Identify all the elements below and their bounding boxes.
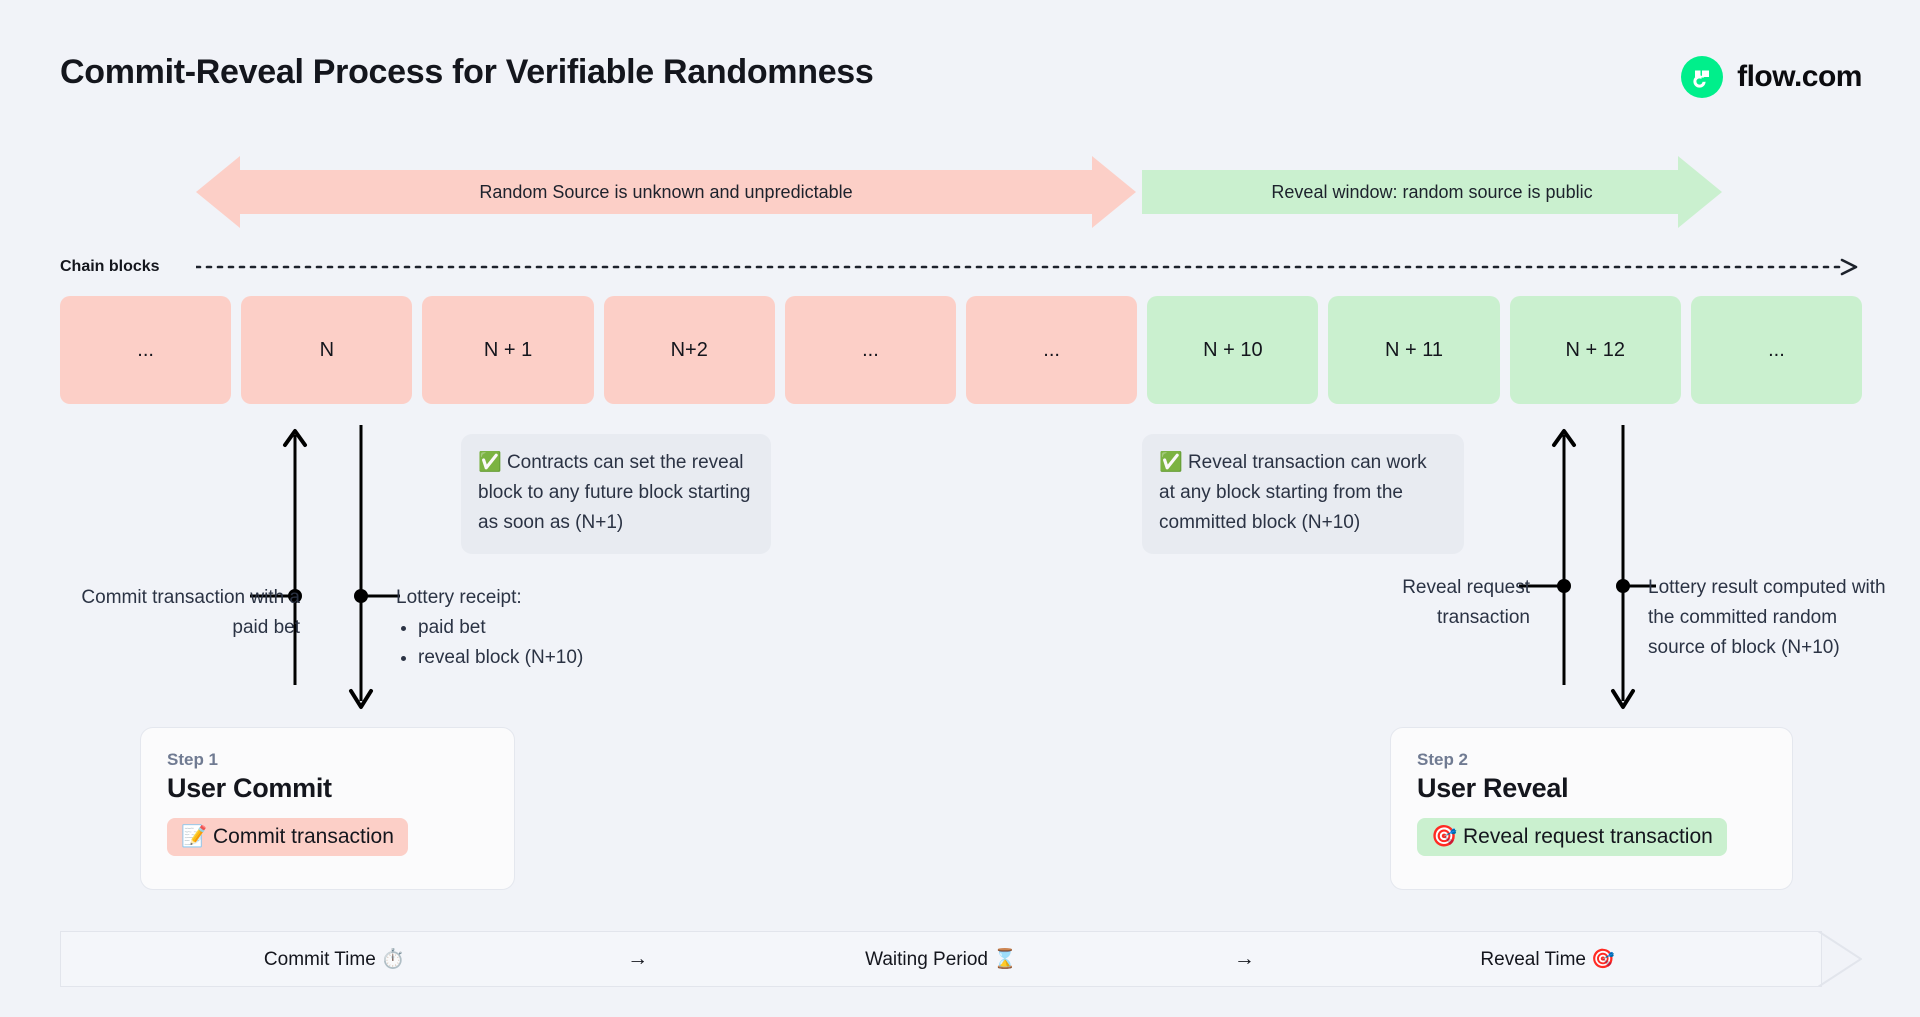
chain-block: ... <box>784 296 957 404</box>
chain-block: ... <box>60 296 232 404</box>
phase-cell: Commit Time ⏱️ <box>61 947 608 971</box>
chain-block: N + 10 <box>1147 296 1319 404</box>
phase-separator-arrow-icon: → <box>1233 947 1255 970</box>
check-mark-icon: ✅ <box>478 452 502 473</box>
callout-reveal-transaction-window-text: Reveal transaction can work at any block… <box>1159 452 1427 533</box>
callout-contracts-reveal-block: ✅ Contracts can set the reveal block to … <box>461 434 771 554</box>
dart-target-icon: 🎯 <box>1431 825 1458 848</box>
step-card-user-reveal-chip[interactable]: 🎯 Reveal request transaction <box>1417 818 1727 856</box>
chain-block: N + 1 <box>422 296 594 404</box>
step-card-user-commit-step: Step 1 <box>167 750 219 769</box>
step-card-user-commit-chip[interactable]: 📝 Commit transaction <box>167 818 408 856</box>
memo-icon: 📝 <box>181 825 208 848</box>
check-mark-icon: ✅ <box>1159 452 1183 473</box>
chain-block: N + 12 <box>1509 296 1681 404</box>
banner-random-unknown: Random Source is unknown and unpredictab… <box>196 156 1136 228</box>
phase-label: Waiting Period <box>865 949 988 970</box>
dart-target-icon: 🎯 <box>1586 949 1615 970</box>
step-card-user-reveal-step: Step 2 <box>1417 750 1469 769</box>
flow-logo-icon <box>1681 56 1724 98</box>
phase-timeline: Commit Time ⏱️ → Waiting Period ⌛ → Reveal T… <box>60 931 1862 987</box>
stopwatch-icon: ⏱️ <box>375 949 405 970</box>
step-card-user-commit-chip-label: Commit transaction <box>213 825 394 848</box>
connector-commit-dot <box>250 589 302 603</box>
banner-random-unknown-label: Random Source is unknown and unpredictab… <box>479 181 853 202</box>
banner-reveal-window-label: Reveal window: random source is public <box>1271 181 1593 202</box>
step-card-user-commit[interactable]: Step 1 User Commit 📝 Commit transaction <box>140 727 515 890</box>
annotation-lottery-receipt-item: reveal block (N+10) <box>418 643 696 673</box>
annotation-reveal-request: Reveal request transaction <box>1402 577 1530 628</box>
phase-timeline-arrowhead <box>1818 931 1862 987</box>
step-card-user-reveal[interactable]: Step 2 User Reveal 🎯 Reveal request tran… <box>1390 727 1793 890</box>
connector-reveal-up <box>1552 429 1576 685</box>
phase-label: Commit Time <box>263 949 376 970</box>
connector-receipt-dot <box>354 589 400 603</box>
connector-result-dot <box>1616 579 1656 593</box>
phase-separator-arrow-icon: → <box>627 947 649 970</box>
chain-block: ... <box>1690 296 1863 404</box>
chain-blocks-label: Chain blocks <box>60 258 160 275</box>
chain-block: N + 11 <box>1328 296 1500 404</box>
connector-receipt-down <box>349 425 373 709</box>
annotation-lottery-receipt: Lottery receipt: paid betreveal block (N… <box>396 583 696 673</box>
annotation-commit-transaction: Commit transaction with a paid bet <box>81 587 300 638</box>
phase-timeline-body: Commit Time ⏱️ → Waiting Period ⌛ → Reveal T… <box>60 931 1822 987</box>
connector-commit-up <box>283 429 307 685</box>
chain-axis-arrow <box>196 258 1858 276</box>
connector-reveal-dot <box>1519 579 1571 593</box>
annotation-lottery-result: Lottery result computed with the committ… <box>1648 577 1886 658</box>
phase-cell: Waiting Period ⌛ <box>668 947 1215 971</box>
step-card-user-reveal-chip-label: Reveal request transaction <box>1463 825 1713 848</box>
hourglass-icon: ⌛ <box>987 949 1017 970</box>
annotation-lottery-receipt-item: paid bet <box>418 613 696 643</box>
step-card-user-commit-title: User Commit <box>167 773 332 803</box>
chain-block: ... <box>966 296 1138 404</box>
callout-contracts-reveal-block-text: Contracts can set the reveal block to an… <box>478 452 751 533</box>
page-title: Commit-Reveal Process for Verifiable Ran… <box>60 53 874 91</box>
annotation-lottery-receipt-title: Lottery receipt: <box>396 587 522 608</box>
chain-block: N+2 <box>603 296 775 404</box>
step-card-user-reveal-title: User Reveal <box>1417 773 1569 803</box>
callout-reveal-transaction-window: ✅ Reveal transaction can work at any blo… <box>1142 434 1464 554</box>
phase-cell: Reveal Time 🎯 <box>1274 947 1821 971</box>
connector-result-down <box>1611 425 1635 709</box>
brand-name: flow.com <box>1737 60 1862 93</box>
annotation-lottery-receipt-list: paid betreveal block (N+10) <box>396 613 696 673</box>
chain-block: N <box>241 296 413 404</box>
phase-label: Reveal Time <box>1480 949 1587 970</box>
brand-logo: flow.com <box>1681 56 1862 98</box>
banner-reveal-window: Reveal window: random source is public <box>1142 156 1722 228</box>
